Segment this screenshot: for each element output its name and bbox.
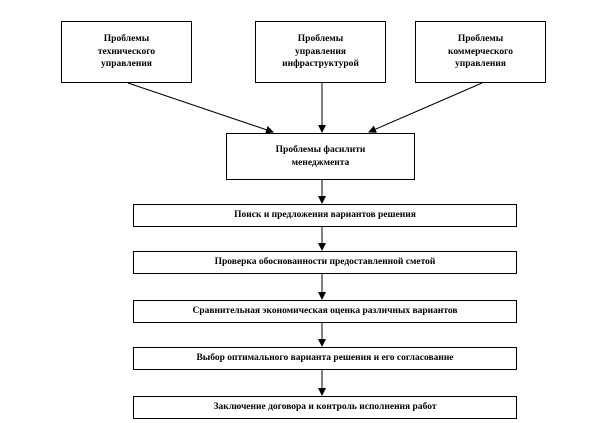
step-select-optimal-box: Выбор оптимального варианта решения и ег… [133,347,517,370]
step-search-solutions-label: Поиск и предложения вариантов решения [234,210,416,221]
step-select-optimal-label: Выбор оптимального варианта решения и ег… [196,353,454,364]
step-search-solutions-box: Поиск и предложения вариантов решения [133,204,517,227]
step-economic-evaluation-label: Сравнительная экономическая оценка разли… [192,306,458,317]
commercial-management-problems-label: Проблемы коммерческого управления [448,33,513,70]
arrow-comm-to-mgmt [368,82,483,133]
step-contract-control-box: Заключение договора и контроль исполнени… [133,396,517,419]
facility-management-problems-box: Проблемы фасилити менеджмента [226,133,415,180]
step-verify-estimate-box: Проверка обоснованности предоставленной … [133,251,517,274]
step-contract-control-label: Заключение договора и контроль исполнени… [213,402,437,413]
infrastructure-management-problems-box: Проблемы управления инфраструктурой [255,21,386,83]
commercial-management-problems-box: Проблемы коммерческого управления [415,21,546,83]
arrow-tech-to-mgmt [127,82,274,134]
step-economic-evaluation-box: Сравнительная экономическая оценка разли… [133,300,517,323]
step-verify-estimate-label: Проверка обоснованности предоставленной … [214,257,436,268]
technical-management-problems-label: Проблемы технического управления [97,33,156,70]
infrastructure-management-problems-label: Проблемы управления инфраструктурой [282,33,359,70]
technical-management-problems-box: Проблемы технического управления [61,21,192,83]
facility-management-problems-label: Проблемы фасилити менеджмента [275,144,366,168]
